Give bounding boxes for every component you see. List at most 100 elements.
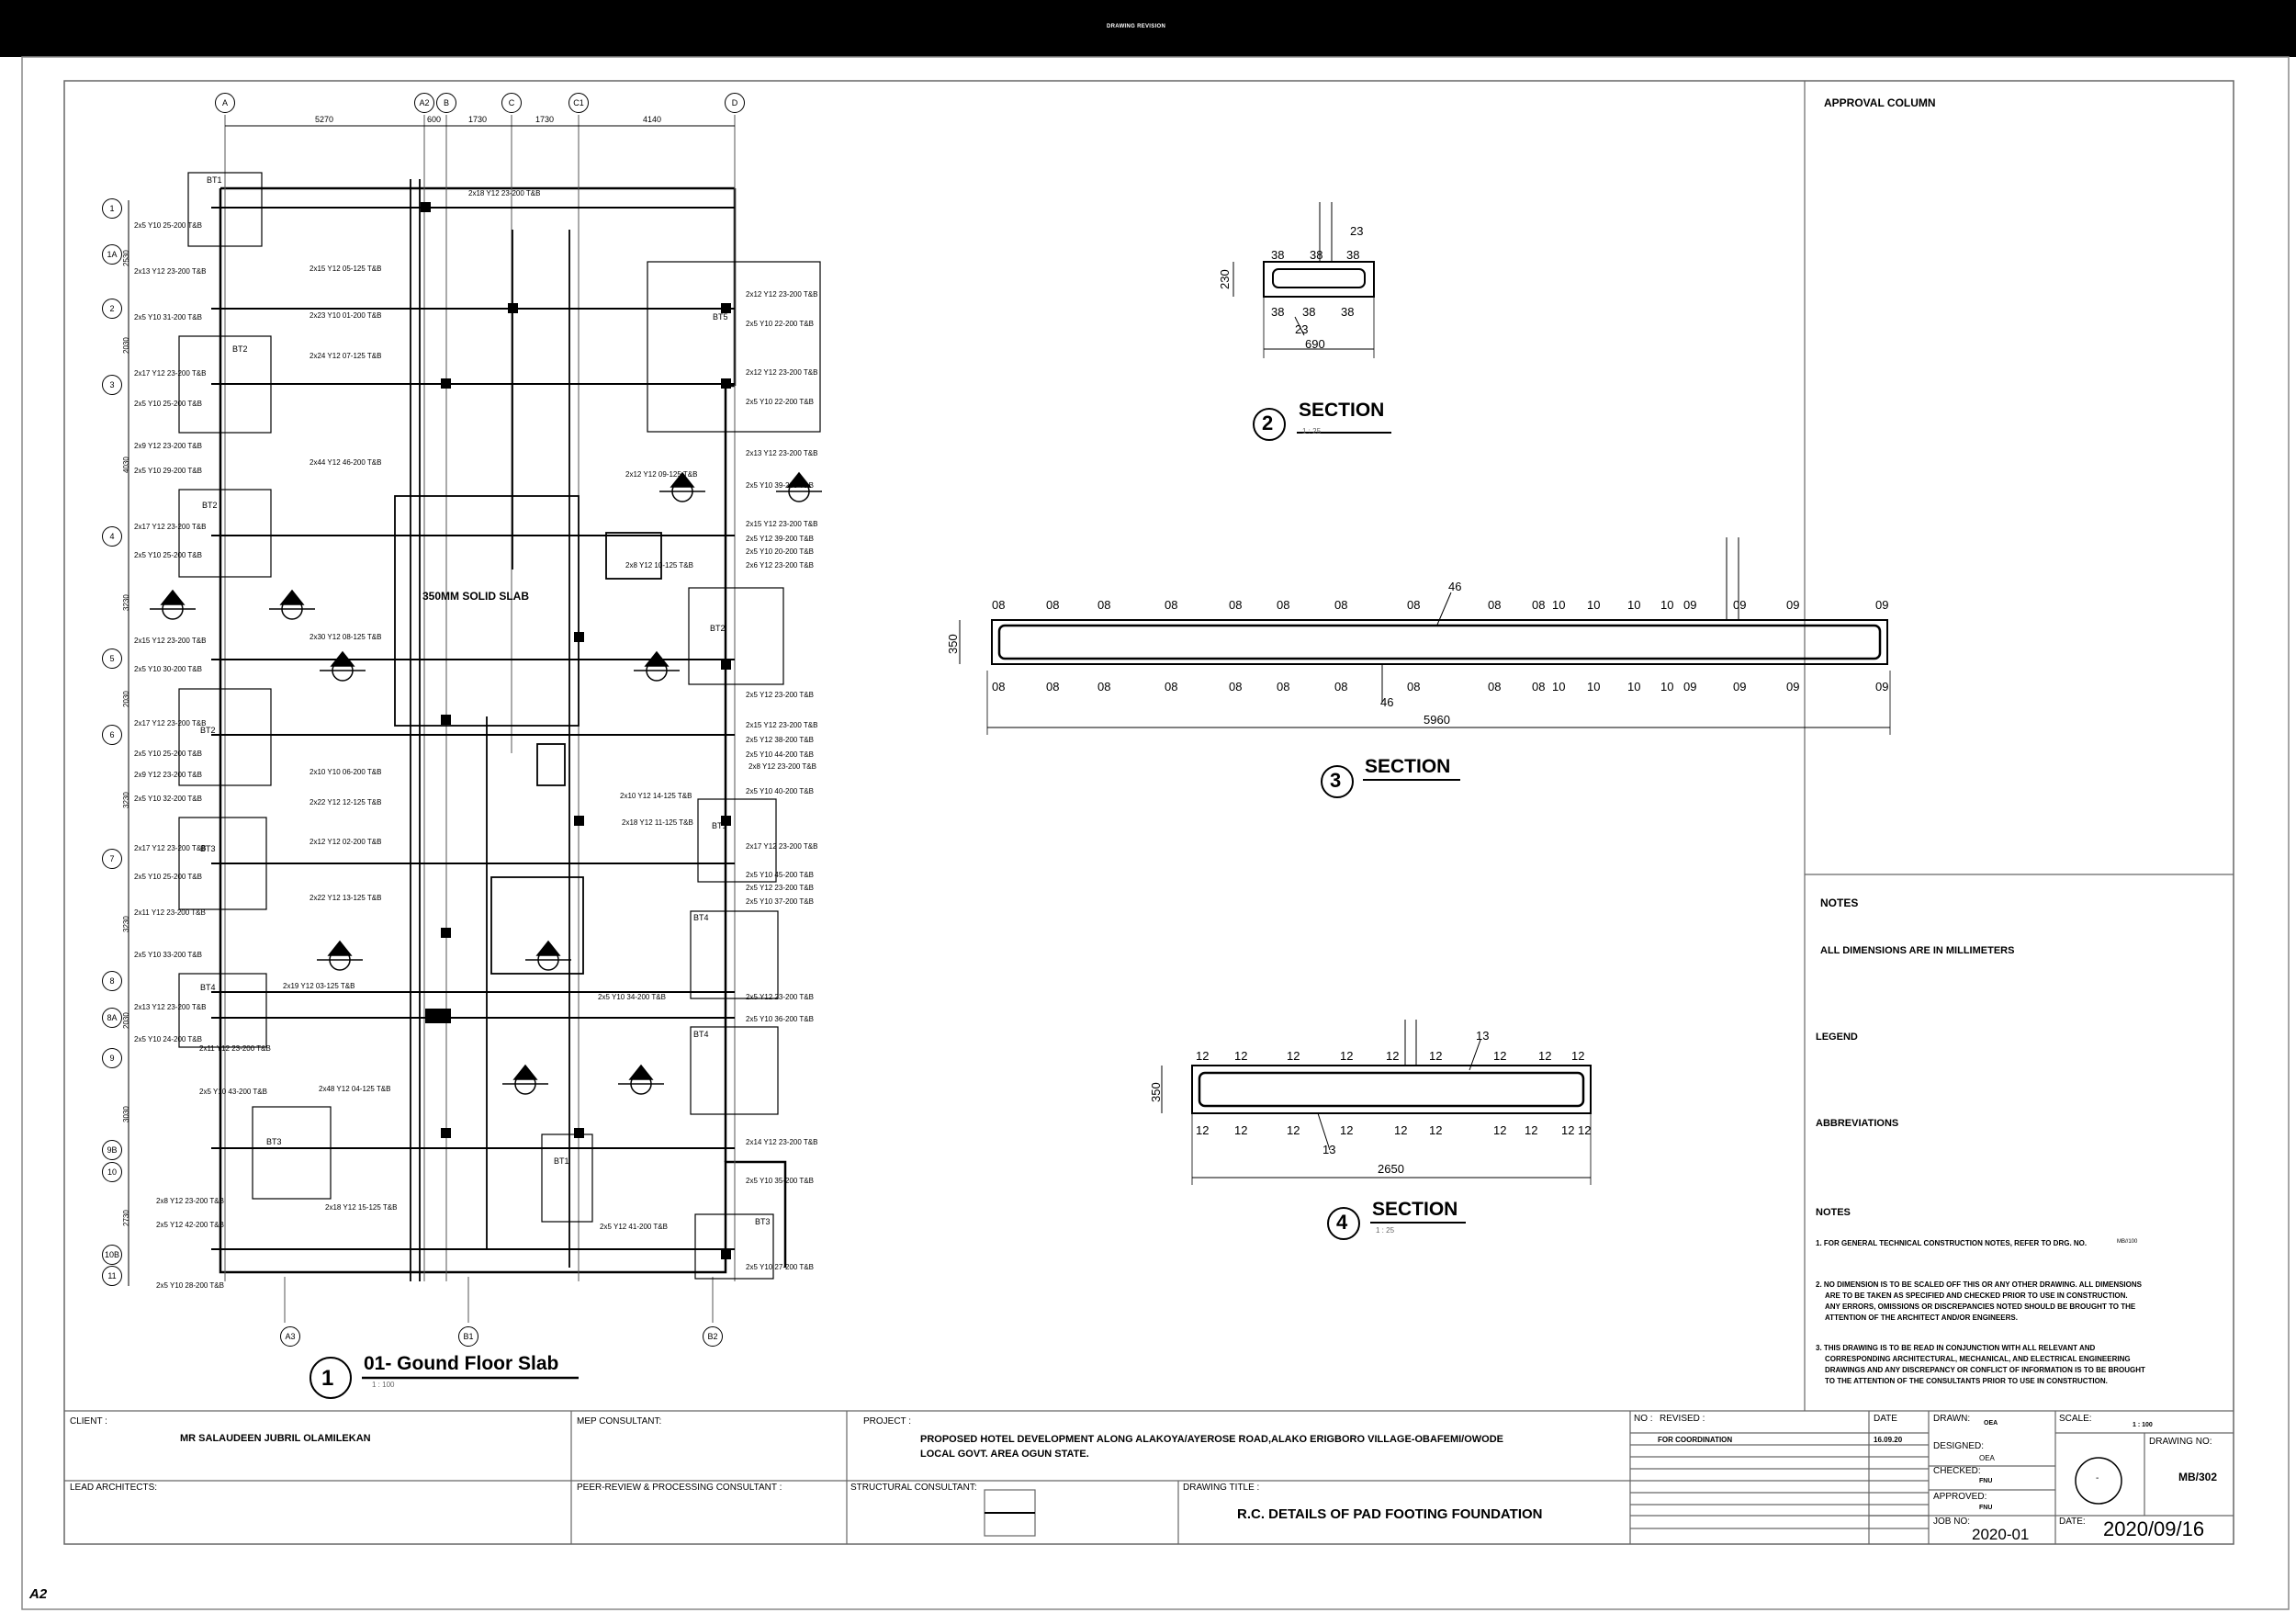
section-3-callout-bottom: 46 [1380,695,1394,709]
grid-bubble-left: 6 [102,725,122,745]
section-4-callout-top: 13 [1476,1029,1490,1043]
rebar-callout-left: 2x17 Y12 23-200 T&B [134,719,207,727]
seal-mark: - [2096,1473,2099,1483]
rebar-callout-right: 2x5 Y10 39-200 T&B [746,481,814,490]
note3-line: CORRESPONDING ARCHITECTURAL, MECHANICAL,… [1825,1355,2131,1363]
plan-dimension-left: 2030 [122,337,130,354]
rebar-callout-left: 2x5 Y10 43-200 T&B [199,1088,267,1096]
rebar-callout-left: 2x17 Y12 23-200 T&B [134,844,207,852]
section-3-bar-mark-top: 09 [1786,598,1800,612]
section-4-bar-mark-bottom: 12 [1394,1123,1408,1137]
rebar-callout-left: 2x17 Y12 23-200 T&B [134,369,207,378]
approved-value: FNU [1979,1505,1993,1511]
revision-text: FOR COORDINATION [1658,1436,1733,1444]
section-4-bar-mark-bottom: 12 [1561,1123,1575,1137]
section-3-bar-mark-top: 09 [1875,598,1889,612]
rebar-callout-right: 2x5 Y10 36-200 T&B [746,1015,814,1023]
drawing-title-label: DRAWING TITLE : [1183,1483,1260,1493]
section-3-bar-mark-bottom: 10 [1660,680,1674,694]
rebar-callout-left: 2x5 Y10 24-200 T&B [134,1035,202,1043]
section-4-bar-mark-top: 12 [1538,1049,1552,1063]
rebar-callout-mid: 2x22 Y12 12-125 T&B [310,798,382,806]
section-2-drawing [1232,202,1391,441]
designed-value: OEA [1979,1454,1995,1462]
section-2-callout-bottom: 23 [1295,322,1309,336]
section-2-number: 2 [1262,412,1274,434]
section-4-bar-mark-bottom: 12 [1578,1123,1592,1137]
revision-date: 16.09.20 [1874,1436,1903,1444]
section-3-bar-mark-top: 09 [1683,598,1697,612]
section-3-depth: 350 [946,634,960,654]
rebar-callout-right: 2x5 Y10 40-200 T&B [746,787,814,795]
grid-bubble-top: C [501,93,522,113]
rebar-callout-mid: 2x18 Y12 15-125 T&B [325,1203,398,1212]
rebar-callout-right: 2x5 Y12 23-200 T&B [746,884,814,892]
rebar-callout-left: 2x8 Y12 23-200 T&B [156,1197,224,1205]
rebar-callout-left: 2x5 Y10 25-200 T&B [134,750,202,758]
rebar-callout-mid: 2x44 Y12 46-200 T&B [310,458,382,467]
plan-dimension-left: 3230 [122,594,130,611]
abbreviations-heading: ABBREVIATIONS [1816,1118,1899,1129]
section-3-bar-mark-bottom: 08 [1097,680,1111,694]
beam-tag: BT4 [200,983,216,992]
lead-architects-label: LEAD ARCHITECTS: [70,1483,158,1493]
grid-bubble-left: 8 [102,971,122,991]
rebar-callout-left: 2x5 Y10 25-200 T&B [134,221,202,230]
grid-bubble-left: 1A [102,244,122,265]
beam-tag: BT4 [693,913,709,922]
note-2: 2. NO DIMENSION IS TO BE SCALED OFF THIS… [1816,1280,2142,1324]
checked-value: FNU [1979,1478,1993,1484]
rebar-callout-mid: 2x18 Y12 23-200 T&B [468,189,541,197]
section-4-title: SECTION [1372,1199,1458,1220]
plan-scale: 1 : 100 [372,1381,395,1389]
plan-dimension-left: 3230 [122,792,130,808]
plan-dimension-top: 600 [427,115,442,124]
section-4-bar-mark-top: 12 [1196,1049,1210,1063]
rebar-callout-right: 2x12 Y12 23-200 T&B [746,290,818,299]
section-2-callout-top: 23 [1350,224,1364,238]
rebar-callout-right: 2x5 Y12 38-200 T&B [746,736,814,744]
peer-review-label: PEER-REVIEW & PROCESSING CONSULTANT : [577,1483,782,1493]
note2-line: ARE TO BE TAKEN AS SPECIFIED AND CHECKED… [1825,1291,2128,1300]
rebar-callout-mid: 2x24 Y12 07-125 T&B [310,352,382,360]
project-label: PROJECT : [863,1416,912,1427]
rebar-callout-right: 2x5 Y10 45-200 T&B [746,871,814,879]
approved-label: APPROVED: [1933,1492,1987,1502]
beam-tag: BT3 [755,1217,771,1226]
rebar-callout-left: 2x5 Y10 25-200 T&B [134,400,202,408]
designed-label: DESIGNED: [1933,1441,1985,1451]
rebar-callout-left: 2x5 Y10 29-200 T&B [134,467,202,475]
rebar-callout-left: 2x5 Y10 28-200 T&B [156,1281,224,1290]
plan-title: 01- Gound Floor Slab [364,1353,559,1374]
drawing-no-label: DRAWING NO: [2149,1437,2212,1447]
section-4-callout-bottom: 13 [1322,1143,1336,1156]
slab-label: 350MM SOLID SLAB [422,590,530,603]
section-3-bar-mark-top: 08 [1097,598,1111,612]
plan-dimension-left: 4030 [122,457,130,473]
title-block [64,1410,2234,1544]
revised-label: REVISED : [1660,1414,1705,1424]
note2-line: ATTENTION OF THE ARCHITECT AND/OR ENGINE… [1825,1314,2018,1322]
checked-label: CHECKED: [1933,1466,1981,1476]
plan-dimension-left: 3230 [122,916,130,932]
client-label: CLIENT : [70,1416,107,1427]
note3-line: TO THE ATTENTION OF THE CONSULTANTS PRIO… [1825,1377,2108,1385]
section-4-bar-mark-top: 12 [1386,1049,1400,1063]
section-4-bar-mark-bottom: 12 [1429,1123,1443,1137]
section-3-bar-mark-bottom: 08 [992,680,1006,694]
sheet-size-label: A2 [29,1586,48,1602]
slab-plan [128,115,822,1323]
note-1: 1. FOR GENERAL TECHNICAL CONSTRUCTION NO… [1816,1239,2088,1247]
grid-bubble-left: 8A [102,1008,122,1028]
rebar-callout-left: 2x15 Y12 23-200 T&B [134,637,207,645]
legend-heading: LEGEND [1816,1032,1858,1043]
section-4-width: 2650 [1378,1162,1404,1176]
grid-bubble-left: 10B [102,1245,122,1265]
grid-bubble-top: A2 [414,93,434,113]
top-bar: DRAWING REVISION [0,0,2296,57]
rebar-callout-right: 2x5 Y10 22-200 T&B [746,320,814,328]
grid-bubble-left: 7 [102,849,122,869]
rebar-callout-right: 2x15 Y12 23-200 T&B [746,520,818,528]
section-4-number: 4 [1336,1211,1348,1234]
